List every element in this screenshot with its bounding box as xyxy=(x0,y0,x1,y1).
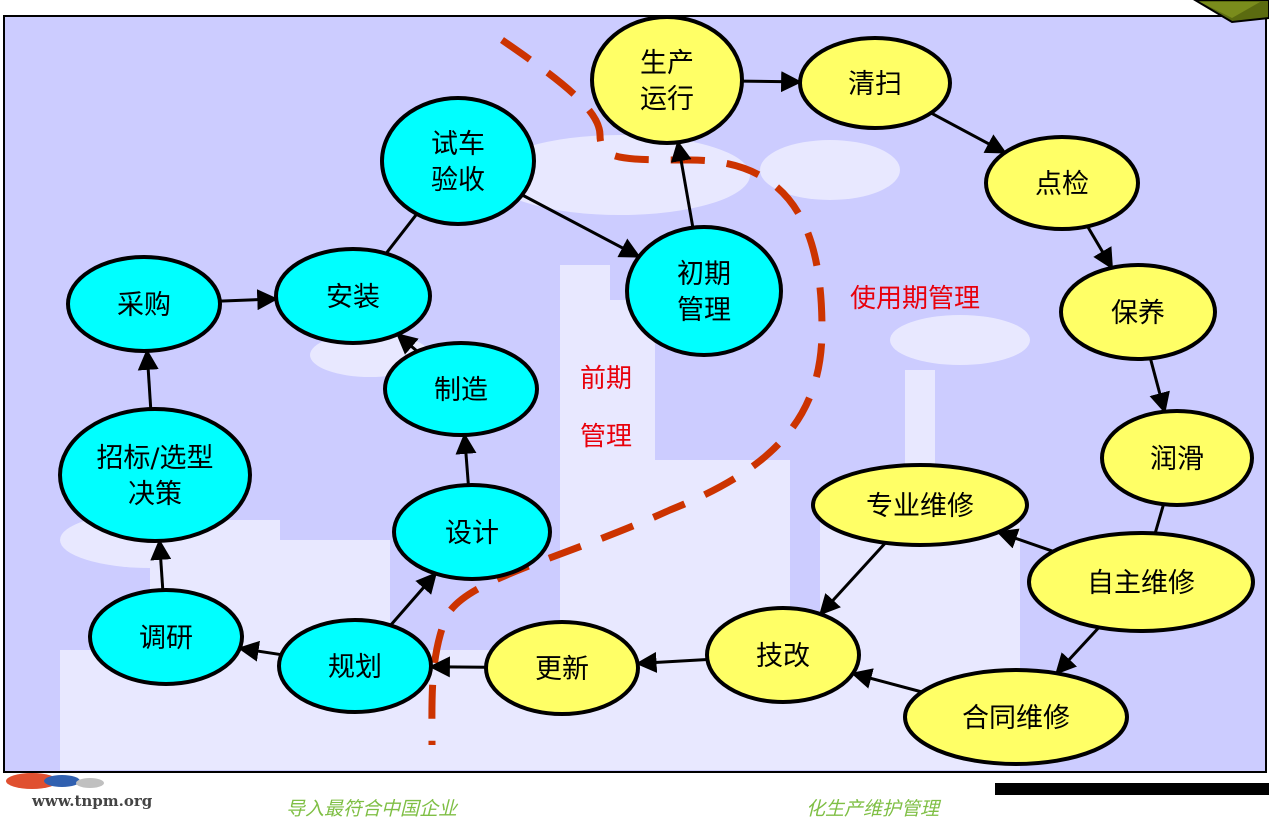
node-maintenance-label-1: 保养 xyxy=(1111,298,1165,329)
node-contract-repair: 合同维修 xyxy=(903,668,1129,766)
node-procurement: 采购 xyxy=(66,255,222,353)
edge-technical-reform-to-renewal xyxy=(635,651,708,673)
node-research-shape xyxy=(88,588,244,686)
node-lubrication-label-1: 润滑 xyxy=(1150,444,1204,475)
node-tender-decision-shape xyxy=(58,407,252,543)
star-icon xyxy=(1193,0,1269,24)
node-self-maintenance-label-1: 自主维修 xyxy=(1087,568,1195,599)
node-research: 调研 xyxy=(88,588,244,686)
node-trial-acceptance-label-1: 试车 xyxy=(431,129,485,160)
node-initial-management-label-2: 管理 xyxy=(677,295,731,326)
node-manufacturing: 制造 xyxy=(383,341,539,437)
node-technical-reform-shape xyxy=(705,606,861,704)
node-maintenance: 保养 xyxy=(1059,263,1217,361)
node-design: 设计 xyxy=(392,483,552,581)
edge-renewal-to-planning xyxy=(428,656,487,678)
node-self-maintenance-shape xyxy=(1027,531,1255,633)
node-lubrication: 润滑 xyxy=(1100,409,1254,507)
node-self-maintenance: 自主维修 xyxy=(1027,531,1255,633)
node-renewal-label-1: 更新 xyxy=(535,654,589,685)
edges-layer xyxy=(137,71,1170,694)
node-installation: 安装 xyxy=(274,247,432,345)
footer-slogan-left: 导入最符合中国企业 xyxy=(286,798,459,820)
node-renewal: 更新 xyxy=(484,620,640,716)
edge-installation-to-trial-acceptance xyxy=(384,213,419,255)
edge-planning-to-research xyxy=(237,640,282,662)
node-manufacturing-label-1: 制造 xyxy=(434,375,488,406)
node-cleaning: 清扫 xyxy=(798,36,952,130)
edge-manufacturing-to-installation xyxy=(395,332,419,355)
node-contract-repair-label-1: 合同维修 xyxy=(962,703,1070,734)
edge-cleaning-to-inspection xyxy=(930,111,1007,154)
node-renewal-shape xyxy=(484,620,640,716)
node-procurement-label-1: 采购 xyxy=(117,290,171,321)
node-tender-decision-label-2: 决策 xyxy=(128,479,182,510)
node-maintenance-shape xyxy=(1059,263,1217,361)
node-planning-shape xyxy=(277,618,433,714)
edge-planning-to-design xyxy=(389,572,438,627)
node-procurement-shape xyxy=(66,255,222,353)
node-cleaning-shape xyxy=(798,36,952,130)
edge-trial-acceptance-to-initial-management xyxy=(521,193,641,258)
edge-self-maintenance-to-contract-repair xyxy=(1055,626,1101,675)
footer-slogan-right: 化生产维护管理 xyxy=(806,798,942,820)
zone-boundary xyxy=(428,37,826,746)
node-inspection-shape xyxy=(984,135,1140,231)
node-professional-repair-label-1: 专业维修 xyxy=(866,491,974,522)
edge-initial-management-to-production xyxy=(670,140,695,228)
node-technical-reform: 技改 xyxy=(705,606,861,704)
node-professional-repair-shape xyxy=(811,463,1029,547)
node-manufacturing-shape xyxy=(383,341,539,437)
footer-bar xyxy=(995,783,1269,795)
node-initial-management-label-1: 初期 xyxy=(677,259,731,290)
node-lubrication-shape xyxy=(1100,409,1254,507)
early-period-label-line1: 前期 xyxy=(580,364,632,394)
node-design-shape xyxy=(392,483,552,581)
node-production-label-1: 生产 xyxy=(640,48,694,79)
edge-contract-repair-to-technical-reform xyxy=(850,668,923,694)
tnpm-logo-icon xyxy=(6,773,104,789)
edge-self-maintenance-to-professional-repair xyxy=(996,528,1054,553)
footer-strip xyxy=(0,773,1269,823)
edge-research-to-tender-decision xyxy=(150,538,172,591)
node-inspection: 点检 xyxy=(984,135,1140,231)
node-production-label-2: 运行 xyxy=(640,84,694,115)
edge-maintenance-to-lubrication xyxy=(1148,358,1170,414)
node-installation-label-1: 安装 xyxy=(326,282,380,313)
node-professional-repair: 专业维修 xyxy=(811,463,1029,547)
node-planning: 规划 xyxy=(277,618,433,714)
node-production-shape xyxy=(590,15,744,145)
edge-production-to-cleaning xyxy=(741,71,803,93)
edge-tender-decision-to-procurement xyxy=(137,348,159,410)
node-technical-reform-label-1: 技改 xyxy=(756,641,810,672)
node-tender-decision-label-1: 招标/选型 xyxy=(96,443,213,474)
node-installation-shape xyxy=(274,247,432,345)
node-initial-management-shape xyxy=(625,225,783,357)
node-contract-repair-shape xyxy=(903,668,1129,766)
edge-procurement-to-installation xyxy=(219,289,279,311)
usage-period-label: 使用期管理 xyxy=(850,284,980,314)
edge-design-to-manufacturing xyxy=(455,432,477,486)
node-research-label-1: 调研 xyxy=(139,623,193,654)
node-trial-acceptance-label-2: 验收 xyxy=(431,165,485,196)
edge-professional-repair-to-technical-reform xyxy=(818,541,887,616)
early-period-label-line2: 管理 xyxy=(580,422,632,452)
edge-lubrication-to-self-maintenance xyxy=(1153,503,1166,534)
node-design-label-1: 设计 xyxy=(445,518,499,549)
node-planning-label-1: 规划 xyxy=(328,652,382,683)
node-cleaning-label-1: 清扫 xyxy=(848,69,902,100)
edge-inspection-to-maintenance xyxy=(1086,225,1114,270)
node-trial-acceptance-shape xyxy=(380,96,536,226)
footer-website[interactable]: www.tnpm.org xyxy=(31,792,153,810)
node-inspection-label-1: 点检 xyxy=(1035,169,1089,200)
